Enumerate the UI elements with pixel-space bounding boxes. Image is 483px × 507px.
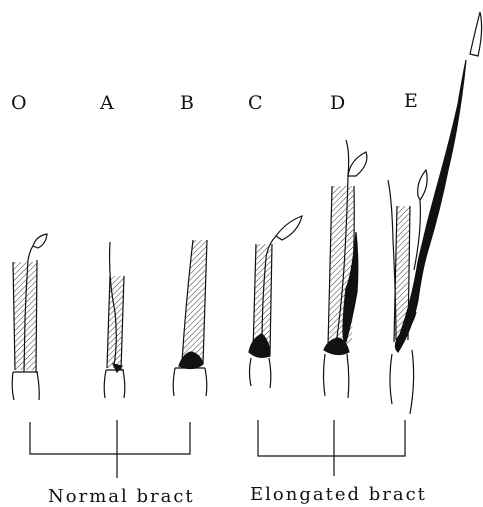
- stage-label-b: B: [180, 94, 195, 113]
- stage-label-o: O: [11, 94, 28, 113]
- stage-e-leaf-tip-large: [470, 12, 482, 56]
- stage-c-base: [250, 358, 271, 388]
- group-label-normal-bract: Normal bract: [48, 488, 195, 506]
- stage-d-drawing: [324, 140, 367, 398]
- stage-label-e: E: [404, 92, 419, 111]
- stage-a-mark: [113, 364, 122, 372]
- stage-c-leaf-tip: [276, 216, 302, 240]
- stage-label-d: D: [330, 94, 346, 113]
- stage-d-leaf-tip: [348, 152, 367, 176]
- group-label-elongated-bract: Elongated bract: [250, 486, 427, 504]
- stage-e-drawing: [388, 12, 482, 414]
- stage-label-a: A: [100, 94, 115, 113]
- stage-e-leaf-tip-small: [418, 170, 427, 200]
- normal-bract-bracket: [30, 420, 190, 478]
- elongated-bract-bracket: [258, 420, 405, 476]
- stage-a-base: [104, 370, 125, 398]
- stage-o-base: [12, 372, 39, 400]
- stage-o-drawing: [12, 234, 47, 400]
- stage-o-leaf-tip: [33, 234, 47, 248]
- stage-b-base: [173, 368, 207, 396]
- stage-b-drawing: [173, 240, 207, 396]
- stage-e-base: [390, 350, 414, 414]
- stage-label-c: C: [248, 94, 264, 113]
- stage-d-base: [324, 354, 349, 398]
- stage-a-drawing: [104, 242, 125, 398]
- stage-c-drawing: [249, 216, 302, 388]
